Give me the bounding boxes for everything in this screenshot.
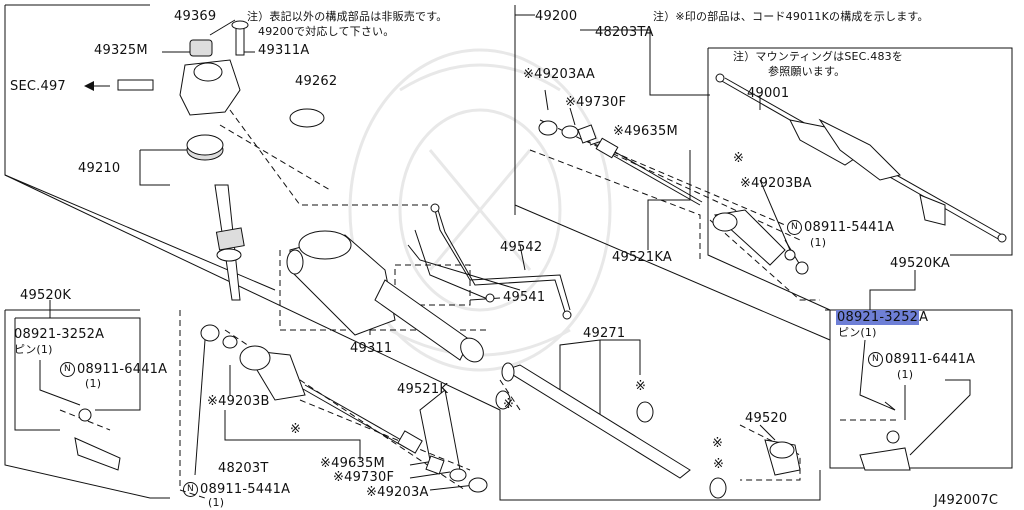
note-mount-line2: 参照願います。 <box>768 65 846 78</box>
label-49200: 49200 <box>535 9 578 24</box>
label-49730F-top: ※49730F <box>565 95 627 110</box>
label-49635M-top: ※49635M <box>613 124 678 139</box>
qty-08911-5441A-bottom: (1) <box>208 496 225 509</box>
label-48203TA: 48203TA <box>595 25 654 40</box>
qty-08911-6441A-right: (1) <box>897 368 914 381</box>
label-49369: 49369 <box>174 9 217 24</box>
gear-housing-assembly <box>84 20 325 128</box>
label-49521KA: 49521KA <box>612 250 672 265</box>
n-circle-icon: N <box>787 220 802 235</box>
star-mark-49271: ※ <box>635 379 647 394</box>
label-49271: 49271 <box>583 326 626 341</box>
qty-08911-6441A-left: (1) <box>85 377 102 390</box>
label-49325M: 49325M <box>94 43 148 58</box>
inner-socket-top <box>538 120 703 206</box>
rack-shaft <box>495 362 727 499</box>
label-49203AA: ※49203AA <box>523 67 595 82</box>
label-08921-3252A-left: 08921-3252A <box>14 327 105 342</box>
note-unsold-line1: 注）表記以外の構成部品は非販売です。 <box>247 10 448 23</box>
label-49730F-bottom: ※49730F <box>333 470 395 485</box>
pin-qty-left: ピン(1) <box>14 343 53 356</box>
label-49210: 49210 <box>78 161 121 176</box>
label-49203B: ※49203B <box>207 394 270 409</box>
part-number: 08911-5441A <box>804 220 895 235</box>
label-49262: 49262 <box>295 74 338 89</box>
label-49203A: ※49203A <box>366 485 429 500</box>
outer-tie-rod-right <box>859 401 911 471</box>
pinion-shaft <box>186 134 245 301</box>
label-49541: 49541 <box>503 290 546 305</box>
note-mount-line1: 注）マウンティングはSEC.483を <box>733 50 904 63</box>
solid-leaders <box>14 19 971 491</box>
label-08921-3252A-right[interactable]: 08921-3252A <box>836 310 929 325</box>
label-49203BA: ※49203BA <box>740 176 812 191</box>
steering-gear-housing <box>286 230 484 363</box>
note-unsold-line2: 49200で対応して下さい。 <box>258 25 395 38</box>
label-49520KA: 49520KA <box>890 256 950 271</box>
n-circle-icon: N <box>868 352 883 367</box>
outer-tie-rod-left <box>74 408 121 471</box>
label-49542: 49542 <box>500 240 543 255</box>
label-48203T: 48203T <box>218 461 269 476</box>
star-mark-top: ※ <box>733 151 745 166</box>
inner-socket-bottom <box>200 324 488 493</box>
pin-qty-right: ピン(1) <box>838 326 877 339</box>
sec-ref-497[interactable]: SEC.497 <box>10 79 66 94</box>
n-circle-icon: N <box>183 482 198 497</box>
star-mark-ring-bottom: ※ <box>713 457 725 472</box>
boot-top <box>712 209 809 275</box>
diagram-id: J492007C <box>934 493 999 508</box>
header-note: 注）※印の部品は、コード49011Kの構成を示します。 <box>653 10 929 23</box>
qty-08911-5441A-top: (1) <box>810 236 827 249</box>
frame-lines <box>4 4 1013 501</box>
highlighted-part-number[interactable]: 08921-3252 <box>836 310 920 325</box>
steering-gear-assembly-49001 <box>715 73 1007 243</box>
bushing-49520 <box>764 439 801 476</box>
star-mark-bottom: ※ <box>290 422 302 437</box>
part-number: 08911-6441A <box>77 362 168 377</box>
part-number-suffix: A <box>919 310 929 325</box>
label-49520K: 49520K <box>20 288 72 303</box>
star-mark-left-ring: ※ <box>503 397 515 412</box>
part-number: 08911-5441A <box>200 482 291 497</box>
star-mark-49520: ※ <box>712 436 724 451</box>
n-circle-icon: N <box>60 362 75 377</box>
label-49311A: 49311A <box>258 43 310 58</box>
label-49635M-bottom: ※49635M <box>320 456 385 471</box>
label-49521K: 49521K <box>397 382 449 397</box>
label-49001: 49001 <box>747 86 790 101</box>
feed-tubes <box>414 203 572 320</box>
dashed-leaders <box>59 109 900 499</box>
label-49520: 49520 <box>745 411 788 426</box>
part-number: 08911-6441A <box>885 352 976 367</box>
label-49311: 49311 <box>350 341 393 356</box>
